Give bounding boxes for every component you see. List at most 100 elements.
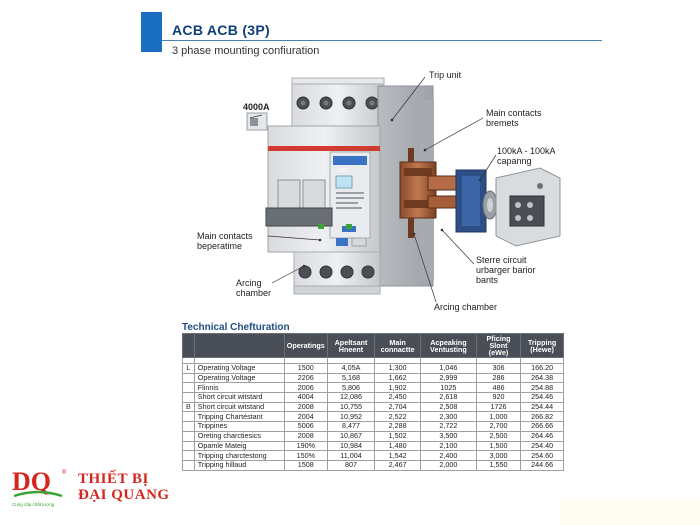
table-cell: 3,500 (419, 430, 477, 442)
table-cell: 150% (283, 450, 328, 461)
table-cell: 266.66 (520, 421, 564, 432)
callout-text: capanng (497, 156, 532, 166)
table-cell (326, 357, 376, 364)
callout-text: Sterre circuit (476, 255, 527, 265)
callout-sterre-circuit: Sterre circuit urbarger barior bants (476, 255, 536, 285)
column-header (182, 333, 195, 358)
trip-unit-front-label: XBT (338, 168, 348, 174)
table-cell: 10,755 (326, 401, 376, 413)
column-header: Operatings (283, 333, 328, 358)
table-cell: 2,450 (374, 392, 421, 403)
row-parameter-name: Operating Voltage (193, 372, 285, 384)
callout-arcing-left: Arcing chamber (236, 278, 271, 298)
auxiliary-module (495, 167, 561, 247)
callout-trip-unit: Trip unit (429, 70, 461, 80)
row-parameter-name: Short circuit witstard (193, 392, 285, 403)
header-accent-bar (141, 12, 162, 52)
table-cell: 2,288 (374, 421, 421, 432)
table-cell (193, 357, 285, 364)
row-parameter-name: Short circuit witstand (193, 401, 285, 413)
table-title: Technical Chefturation (182, 322, 290, 333)
bottom-terminal-block (293, 251, 381, 295)
row-parameter-name: Oreting charctiesics (193, 430, 285, 442)
table-cell: 1,502 (374, 430, 421, 442)
logo-name-line2: ĐẠI QUANG (78, 487, 170, 503)
table-cell: 1,542 (374, 450, 421, 461)
footer-tint (560, 500, 700, 525)
table-cell: 2206 (283, 372, 328, 384)
row-parameter-name: Flinnis (193, 382, 285, 394)
column-header: Apeltsant Hneent (326, 333, 376, 358)
table-cell: 2,300 (419, 411, 477, 423)
table-cell: 166.20 (520, 363, 564, 374)
table-cell: 244.66 (520, 459, 564, 471)
row-parameter-name: Trippines (193, 421, 285, 432)
callout-text: Trip unit (429, 70, 462, 80)
table-cell: 1,550 (475, 459, 522, 471)
table-cell: 11,004 (326, 450, 376, 461)
table-cell: 1,046 (419, 363, 477, 374)
arc-chute-assembly (455, 169, 498, 233)
callout-text: urbarger barior (476, 265, 536, 275)
top-terminal-block (291, 77, 385, 127)
logo-tagline: Cung cấp chất lượng (12, 502, 55, 507)
table-cell (475, 357, 522, 364)
row-group-label (182, 440, 195, 452)
callout-text: Arcing (236, 278, 262, 288)
table-cell: 2,000 (419, 459, 477, 471)
column-header: Pficing Slont (eWe) (475, 333, 522, 358)
column-header: Main connactte (374, 333, 421, 358)
table-cell: 1726 (475, 401, 522, 413)
callout-main-contacts-top: Main contacts bremets (486, 108, 542, 128)
row-group-label (182, 430, 195, 442)
table-cell: 1,000 (475, 411, 522, 423)
table-cell: 2004 (283, 411, 328, 423)
callout-text: beperatime (197, 241, 243, 251)
table-cell: 190% (283, 440, 328, 452)
callout-text: bants (476, 275, 499, 285)
row-parameter-name: Tripping hillaud (193, 459, 285, 471)
rating-badge: 4000A (243, 102, 270, 112)
table-cell: 266.82 (520, 411, 564, 423)
callout-text: Arcing chamber (434, 302, 498, 312)
technical-spec-table: Operatings Apeltsant Hneent Main connact… (182, 333, 564, 471)
table-cell: 8,477 (326, 421, 376, 432)
column-header: Tripping (Hewe) (520, 333, 564, 358)
logo-name-line1: THIẾT BỊ (78, 471, 149, 487)
column-header (193, 333, 285, 358)
table-cell: 10,952 (326, 411, 376, 423)
table-cell: 254.40 (520, 440, 564, 452)
dai-quang-logo: DQ ® Cung cấp chất lượng (12, 467, 67, 507)
table-cell (520, 357, 564, 364)
row-parameter-name: Opamle Mateig (193, 440, 285, 452)
table-cell: 5,168 (326, 372, 376, 384)
table-cell: 254.46 (520, 392, 564, 403)
table-cell: 2,700 (475, 421, 522, 432)
table-cell: 1,480 (374, 440, 421, 452)
callout-text: bremets (486, 118, 519, 128)
table-cell: 4004 (283, 392, 328, 403)
table-cell: 2008 (283, 430, 328, 442)
table-cell: 2,704 (374, 401, 421, 413)
callout-text: Main contacts (197, 231, 253, 241)
table-cell: 2,100 (419, 440, 477, 452)
table-spacer-row (182, 357, 564, 364)
table-cell: 254.60 (520, 450, 564, 461)
callout-arcing-bottom: Arcing chamber (434, 302, 497, 312)
row-group-label (182, 382, 195, 394)
row-parameter-name: Tripping charctestong (193, 450, 285, 461)
table-cell: 2,522 (374, 411, 421, 423)
acb-breaker-illustration: XBT (246, 76, 561, 303)
table-header-row: Operatings Apeltsant Hneent Main connact… (182, 333, 564, 358)
table-cell: 2,500 (475, 430, 522, 442)
